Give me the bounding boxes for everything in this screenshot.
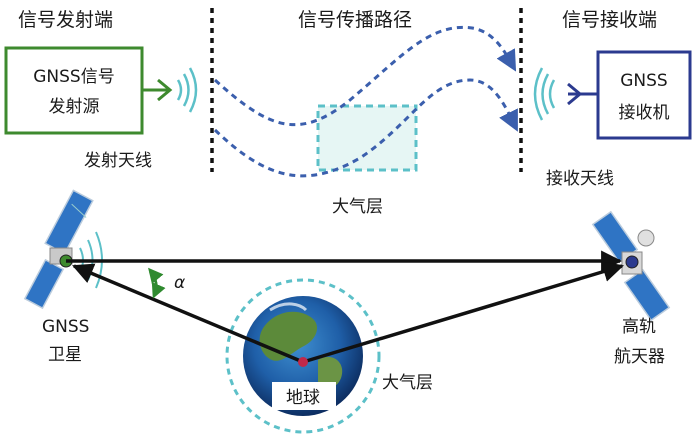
header-path: 信号传播路径 xyxy=(298,9,412,31)
earth-label-bg xyxy=(272,382,336,410)
tx-box-line2: 发射源 xyxy=(49,97,100,117)
hsv-label-line2: 航天器 xyxy=(614,347,665,367)
atmosphere-label-top: 大气层 xyxy=(332,197,383,217)
high-orbit-spacecraft-icon xyxy=(591,210,671,322)
earth-label: 地球 xyxy=(286,388,320,408)
header-transmitter: 信号发射端 xyxy=(18,9,113,31)
rx-receiver-box xyxy=(596,50,692,140)
earth-to-gnss-line xyxy=(72,263,304,364)
tx-antenna-icon xyxy=(142,67,198,113)
alpha-angle-arc-reverse xyxy=(148,267,164,297)
signal-path-lower xyxy=(213,78,518,178)
earth-atmosphere-ring xyxy=(225,278,381,434)
atmosphere-region xyxy=(316,104,418,172)
rx-box-line1: GNSS xyxy=(620,71,667,91)
hsv-label-line1: 高轨 xyxy=(622,317,656,337)
gnss-label-line2: 卫星 xyxy=(48,345,82,365)
rx-box-line2: 接收机 xyxy=(619,103,670,123)
signal-path-upper xyxy=(213,25,517,127)
earth-center-dot xyxy=(298,357,308,367)
tx-box-line1: GNSS信号 xyxy=(33,67,114,87)
earth-to-spacecraft-line xyxy=(302,261,625,364)
tx-antenna-label: 发射天线 xyxy=(84,151,152,171)
header-receiver: 信号接收端 xyxy=(562,9,657,31)
tx-source-box xyxy=(4,46,144,135)
gnss-label-line1: GNSS xyxy=(42,317,89,337)
rx-antenna-label: 接收天线 xyxy=(546,169,614,189)
alpha-label: α xyxy=(174,273,185,293)
rx-antenna-icon xyxy=(533,67,598,121)
atmosphere-label-bottom: 大气层 xyxy=(382,373,433,393)
gnss-satellite-icon xyxy=(23,189,103,310)
